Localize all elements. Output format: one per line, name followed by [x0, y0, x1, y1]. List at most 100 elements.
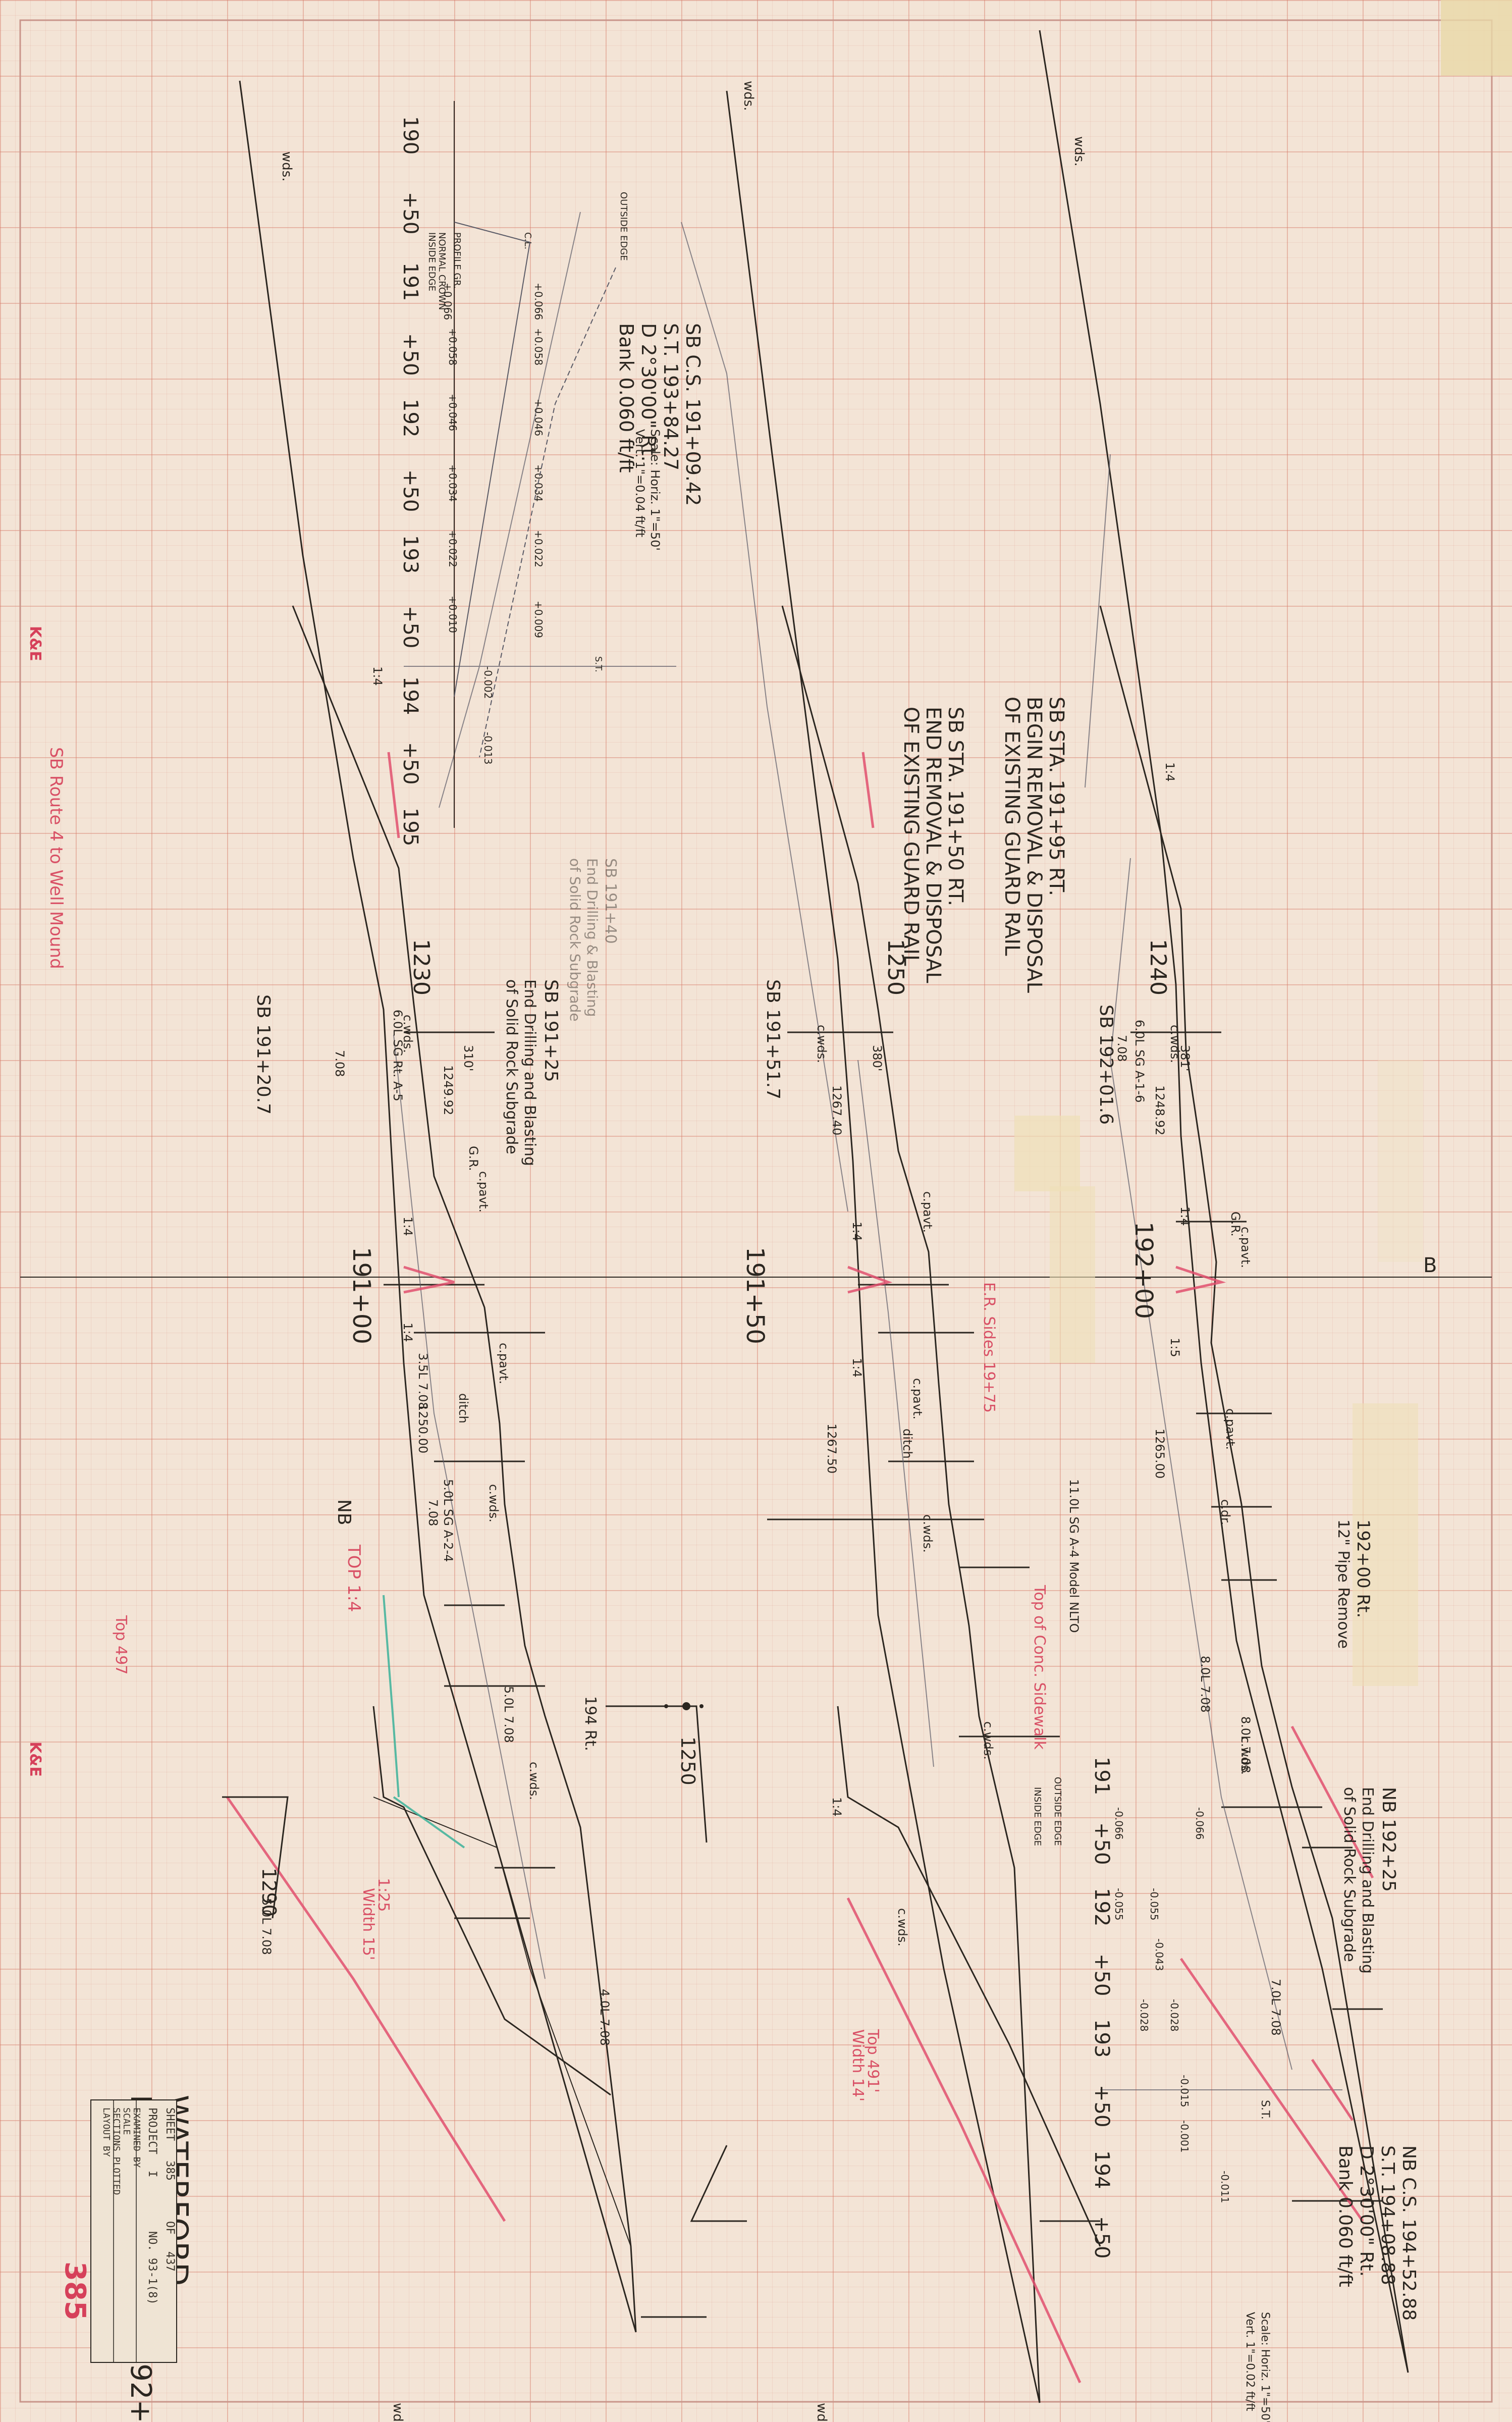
sb-curve-line-1: SB C.S. 191+09.42: [682, 323, 704, 506]
elev-top-191-00: 1230: [408, 939, 434, 995]
tape-patch-2: [1050, 1186, 1095, 1363]
template-192-00: [1099, 605, 1409, 2373]
template-191-00: [292, 605, 637, 2333]
template-191-50: [767, 605, 1101, 2403]
s0-grade-5: 5.0L 7.08: [502, 1686, 516, 1743]
label-wds-2: wds.: [741, 81, 756, 111]
red-pencil-marks: [226, 752, 1374, 2384]
sb-lab-2: PROFILE GR.: [452, 232, 462, 289]
title-of-label: OF: [164, 2221, 176, 2235]
sb-val-0: +0.066: [442, 283, 454, 320]
sb-val-1: +0.058: [447, 328, 459, 365]
s0-elev-2: 310': [461, 1045, 475, 1071]
note-pencil-faint: SB 191+40 End Drilling & Blasting of Sol…: [567, 858, 619, 1022]
title-row-3: EXAMINED BY: [131, 2108, 142, 2168]
red-note-5: Width 15': [359, 1888, 377, 1960]
nb-scale-0: Scale: Horiz. 1"=50': [1259, 2312, 1271, 2422]
nb-val-0: -0.066: [1113, 1807, 1125, 1839]
sb-drilling-line-2: End Drilling and Blasting: [521, 979, 538, 1166]
s1-label-5: c.wds.: [981, 1721, 995, 1760]
s2-grade-1: 7.08: [1115, 1035, 1129, 1062]
nb-curve-line-1: NB C.S. 194+52.88: [1398, 2145, 1419, 2321]
nb-lab-0: OUTSIDE EDGE: [1052, 1777, 1063, 1846]
station-191-00: 191+00: [347, 1247, 375, 1344]
sb-valrt-4: +0.022: [532, 530, 545, 567]
labels-192-00: c.wds. G.R. c.pavt. c.pavt. c.dr. c.wds.…: [1067, 762, 1283, 2036]
sb-sta-9: +50: [399, 742, 422, 784]
labels-191-50: c.wds. c.pavt. c.pavt. ditch c.wds. c.wd…: [815, 1025, 995, 1946]
nb-val-6: -0.028: [1168, 1999, 1180, 2031]
ke-stamp-1: K&E: [26, 626, 44, 661]
elev-bottom-191-50: 1250: [677, 1736, 699, 1785]
s0-label-1: G.R.: [466, 1146, 480, 1171]
nb-curve-line-4: Bank 0.060 ft/ft: [1335, 2145, 1356, 2287]
sb-sta-3: +50: [399, 333, 422, 376]
pencil-faint-3: of Solid Rock Subgrade: [567, 858, 583, 1022]
red-note-0: SB Route 4 to Well Mound: [46, 747, 66, 969]
red-note-1: E.R. Sides 19+75: [980, 1282, 998, 1413]
nb-drilling-line-2: End Drilling and Blasting: [1359, 1787, 1376, 1974]
s2-elev-2: 381': [1178, 1045, 1192, 1071]
s0-elev-1: 1250.00: [416, 1403, 430, 1453]
s2-grade-3: 8.0L 7.08: [1198, 1656, 1212, 1713]
s0-slope-2: 1:4: [370, 666, 385, 686]
nb-sta-2: 192: [1090, 1888, 1113, 1926]
sb-sta-10: 195: [399, 808, 422, 846]
sb-cl-191-50: SB 191+51.7: [763, 979, 783, 1099]
sb-curve-line-2: S.T. 193+84.27: [660, 323, 682, 470]
s0-label-3: c.pavt.: [497, 1343, 511, 1384]
red-note-7: Width 14': [849, 2029, 867, 2101]
s0-slope-1: 1:4: [401, 1323, 415, 1342]
s2-label-5: c.wds.: [1238, 1736, 1253, 1775]
begin-removal-line-2: BEGIN REMOVAL & DISPOSAL: [1022, 697, 1046, 993]
bracket-markers: [222, 1705, 1100, 2318]
note-nb-end-drilling: NB 192+25 End Drilling and Blasting of S…: [1340, 1787, 1399, 1974]
begin-removal-line-1: SB STA. 191+95 RT.: [1045, 697, 1068, 896]
ke-stamp-2: K&E: [26, 1742, 44, 1777]
sb-valrt-5: +0.009: [532, 601, 545, 638]
s0-label-0: c.wds.: [401, 1015, 415, 1053]
s2-grade-0: 6.0L SG A-1-6: [1132, 1020, 1147, 1102]
s0-label-6: c.wds.: [527, 1762, 541, 1800]
s0-elev-0: 1249.92: [441, 1065, 455, 1115]
sb-sta-1: +50: [399, 192, 422, 234]
s0-grade-0: 6.0L SG Rt. A-5: [391, 1010, 405, 1101]
title-project-no: NO. 93-1(8): [146, 2231, 158, 2305]
begin-removal-line-3: OF EXISTING GUARD RAIL: [1000, 697, 1023, 956]
s2-elev-0: 1248.92: [1153, 1085, 1167, 1135]
sb-valrt-2: +0.046: [532, 399, 545, 436]
title-of-value: 437: [164, 2251, 176, 2272]
red-note-4: 1:25: [374, 1878, 392, 1912]
title-sheet-label: SHEET: [164, 2108, 176, 2141]
sb-val-3: +0.034: [447, 464, 459, 502]
title-row-0: LAYOUT BY: [101, 2108, 112, 2157]
marker-b: B: [1423, 1254, 1437, 1277]
s2-slope-2: 1:4: [1163, 762, 1177, 782]
sheet-number-red: 385: [59, 2261, 91, 2321]
tape-patch-3: [1353, 1403, 1418, 1686]
sb-sta-6: 193: [399, 535, 422, 573]
red-note-6: Top 491': [864, 2029, 882, 2093]
nb-lab-1: INSIDE EDGE: [1032, 1787, 1043, 1846]
s1-elev-0: 1267.40: [830, 1085, 844, 1135]
note-sb-begin-removal: SB STA. 191+95 RT. BEGIN REMOVAL & DISPO…: [1000, 697, 1068, 993]
sb-val-4: +0.022: [447, 530, 459, 567]
sb-lab-5: S.T.: [593, 656, 604, 672]
sb-valrt-0: +0.066: [532, 283, 545, 320]
elev-top-192-00: 1240: [1145, 939, 1171, 995]
s2-grade-2: 11.0L SG A-4 Model NLTO: [1067, 1479, 1081, 1633]
tape-patch-1: [1014, 1116, 1080, 1191]
nb-sta-4: 193: [1090, 2019, 1113, 2058]
s1-label-0: c.wds.: [815, 1025, 829, 1063]
s2-grade-5: 7.0L 7.08: [1269, 1979, 1283, 2036]
elev-bottom-191-00: 1290: [258, 1868, 280, 1917]
note-sb-end-drilling: SB 191+25 End Drilling and Blasting of S…: [503, 979, 561, 1166]
s2-label-3: c.pavt.: [1223, 1408, 1237, 1450]
s0-grade-3: 5.0L SG A-2-4: [441, 1479, 455, 1562]
sb-lab-3: NORMAL CROWN: [437, 232, 447, 310]
s2-label-2: c.pavt.: [1238, 1227, 1253, 1268]
labels-191-00: c.wds. G.R. c.pavt. c.pavt. ditch c.wds.…: [259, 666, 612, 2046]
s0-label-4: ditch: [456, 1393, 470, 1424]
s0-grade-6: 5.0L 7.08: [259, 1898, 274, 1955]
